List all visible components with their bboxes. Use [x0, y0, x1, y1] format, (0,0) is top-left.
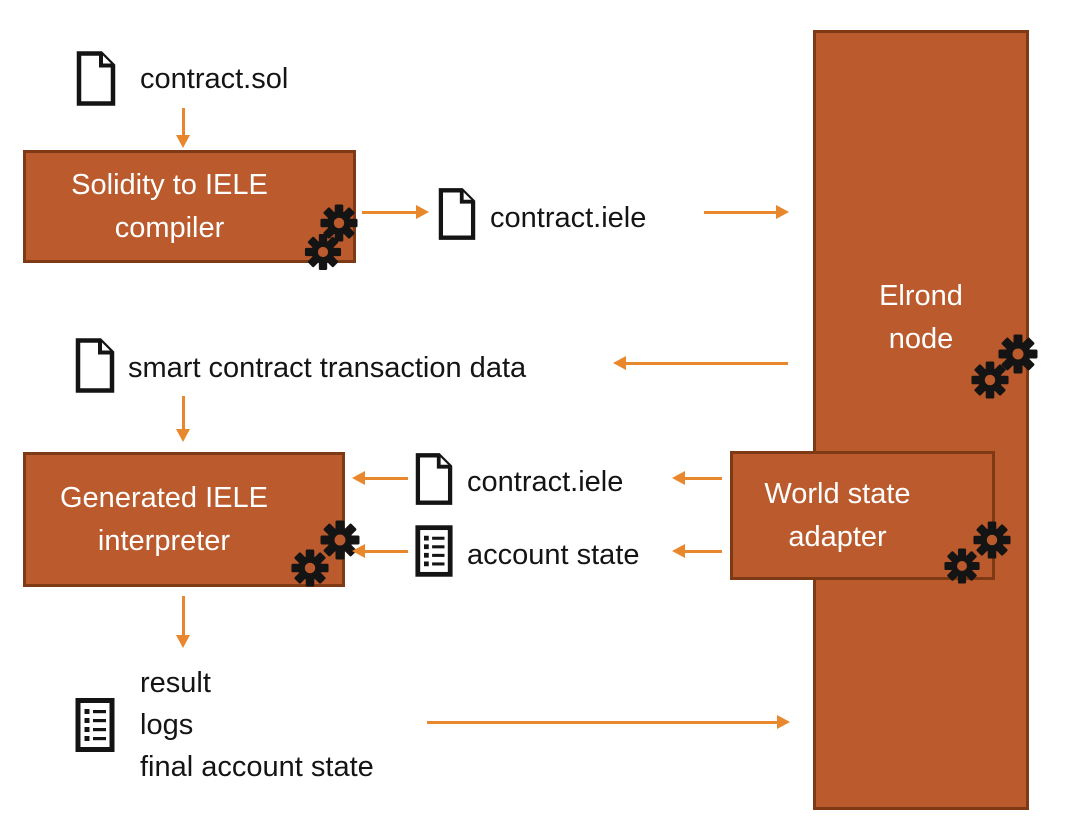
gear-icon — [952, 342, 990, 380]
document-icon — [73, 337, 117, 394]
list-icon — [74, 696, 116, 754]
node-interpreter-label: Generated IELE interpreter — [60, 481, 268, 557]
arrow-contract-iele-to-elrond — [704, 205, 789, 219]
arrow-adapter-to-contract-iele — [672, 471, 722, 485]
list-icon — [414, 524, 454, 578]
arrow-elrond-to-tx-data — [613, 356, 788, 370]
label-contract-iele-in: contract.iele — [467, 466, 624, 498]
label-account-state: account state — [467, 539, 640, 571]
node-world-state-adapter: World state adapter — [730, 451, 995, 580]
label-outputs: result logs final account state — [140, 662, 374, 788]
document-icon — [436, 187, 478, 241]
arrow-outputs-to-elrond — [427, 715, 790, 729]
gear-icon — [926, 530, 962, 566]
arrow-contract-iele-to-interpreter — [352, 471, 408, 485]
node-compiler: Solidity to IELE compiler — [23, 150, 356, 263]
gear-icon — [286, 215, 323, 252]
node-world-state-adapter-label: World state adapter — [764, 477, 911, 553]
arrow-adapter-to-account-state — [672, 544, 722, 558]
node-compiler-label: Solidity to IELE compiler — [71, 168, 268, 244]
label-output-final-account-state: final account state — [140, 751, 374, 783]
arrow-account-state-to-interpreter — [352, 544, 408, 558]
label-tx-data: smart contract transaction data — [128, 352, 527, 384]
node-elrond: Elrond node — [813, 30, 1029, 810]
label-contract-sol: contract.sol — [140, 63, 289, 95]
document-icon — [74, 50, 118, 107]
label-output-logs: logs — [140, 709, 194, 741]
node-elrond-label: Elrond node — [879, 280, 963, 355]
arrow-compiler-to-contract-iele — [362, 205, 429, 219]
gear-icon — [272, 530, 310, 568]
document-icon — [413, 452, 455, 506]
label-contract-iele-out: contract.iele — [490, 202, 647, 234]
label-output-result: result — [140, 667, 211, 699]
arrow-tx-data-to-interpreter — [176, 396, 190, 442]
arrow-interpreter-to-outputs — [176, 596, 190, 648]
node-interpreter: Generated IELE interpreter — [23, 452, 345, 587]
arrow-contract-sol-to-compiler — [176, 108, 190, 148]
